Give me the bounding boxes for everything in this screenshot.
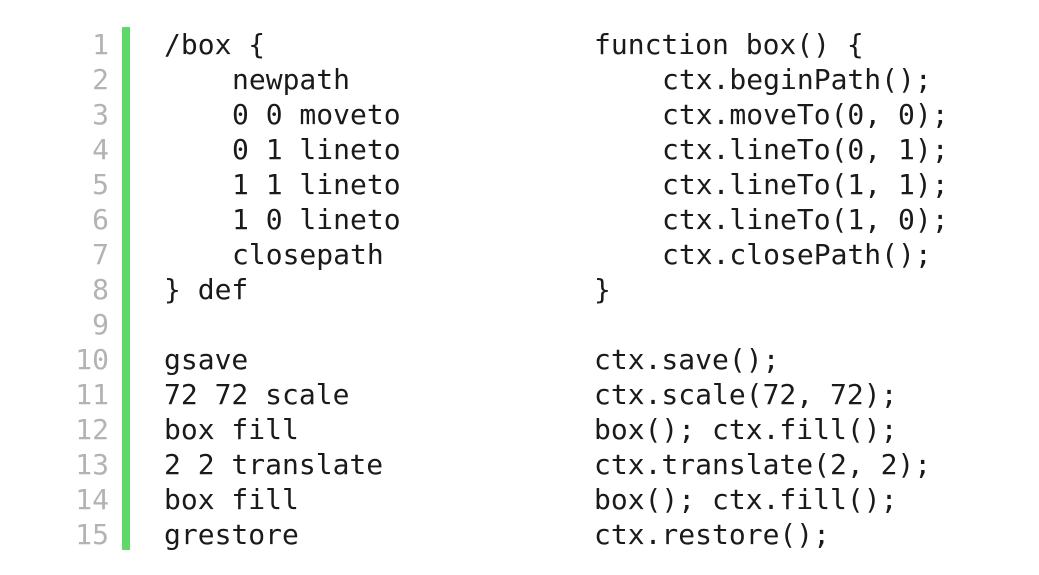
code-line: 6 1 0 lineto ctx.lineTo(1, 0); — [0, 202, 1039, 237]
line-number: 15 — [75, 518, 109, 551]
code-line: 3 0 0 moveto ctx.moveTo(0, 0); — [0, 97, 1039, 132]
postscript-code: 0 0 moveto — [232, 98, 401, 131]
line-number: 13 — [75, 448, 109, 481]
line-number: 5 — [92, 168, 109, 201]
postscript-code: box fill — [164, 413, 299, 446]
code-line: 15 grestore ctx.restore(); — [0, 517, 1039, 552]
line-number: 8 — [92, 273, 109, 306]
code-line: 11 72 72 scale ctx.scale(72, 72); — [0, 377, 1039, 412]
postscript-code: closepath — [232, 238, 384, 271]
code-line: 5 1 1 lineto ctx.lineTo(1, 1); — [0, 167, 1039, 202]
code-line: 1/box { function box() { — [0, 27, 1039, 62]
javascript-code: ctx.translate(2, 2); — [594, 448, 932, 481]
postscript-code: newpath — [232, 63, 351, 96]
postscript-code: 1 1 lineto — [232, 168, 401, 201]
postscript-code: } def — [164, 273, 249, 306]
javascript-code: ctx.restore(); — [594, 518, 831, 551]
javascript-code: box(); ctx.fill(); — [594, 413, 898, 446]
postscript-code: grestore — [164, 518, 299, 551]
postscript-code: 72 72 scale — [164, 378, 350, 411]
postscript-code: 1 0 lineto — [232, 203, 401, 236]
code-line: 12 box fill box(); ctx.fill(); — [0, 412, 1039, 447]
line-number: 11 — [75, 378, 109, 411]
line-number: 12 — [75, 413, 109, 446]
line-number: 1 — [92, 28, 109, 61]
code-line: 7 closepath ctx.closePath(); — [0, 237, 1039, 272]
postscript-code: /box { — [164, 28, 266, 61]
javascript-code: ctx.save(); — [594, 343, 780, 376]
javascript-code: ctx.scale(72, 72); — [594, 378, 898, 411]
javascript-code: ctx.lineTo(1, 0); — [662, 203, 949, 236]
code-line: 14 box fill box(); ctx.fill(); — [0, 482, 1039, 517]
javascript-code: ctx.moveTo(0, 0); — [662, 98, 949, 131]
code-line: 4 0 1 lineto ctx.lineTo(0, 1); — [0, 132, 1039, 167]
postscript-code: 0 1 lineto — [232, 133, 401, 166]
code-line: 13 2 2 translate ctx.translate(2, 2); — [0, 447, 1039, 482]
code-line: 9 — [0, 307, 1039, 342]
javascript-code: ctx.closePath(); — [662, 238, 932, 271]
javascript-code: function box() { — [594, 28, 864, 61]
line-number: 14 — [75, 483, 109, 516]
postscript-code: 2 2 translate — [164, 448, 384, 481]
line-number: 10 — [75, 343, 109, 376]
javascript-code: ctx.beginPath(); — [662, 63, 932, 96]
line-number: 2 — [92, 63, 109, 96]
javascript-code: box(); ctx.fill(); — [594, 483, 898, 516]
line-number: 7 — [92, 238, 109, 271]
code-line: 10 gsave ctx.save(); — [0, 342, 1039, 377]
code-view: 1/box { function box() { 2 newpath ctx.begin… — [0, 27, 1039, 553]
javascript-code: } — [594, 273, 611, 306]
line-number: 9 — [92, 308, 109, 341]
gutter-accent-bar — [122, 27, 130, 550]
postscript-code: box fill — [164, 483, 299, 516]
code-line: 8 } def} — [0, 272, 1039, 307]
javascript-code: ctx.lineTo(0, 1); — [662, 133, 949, 166]
postscript-code: gsave — [164, 343, 249, 376]
line-number: 3 — [92, 98, 109, 131]
line-number: 6 — [92, 203, 109, 236]
javascript-code: ctx.lineTo(1, 1); — [662, 168, 949, 201]
code-line: 2 newpath ctx.beginPath(); — [0, 62, 1039, 97]
line-number: 4 — [92, 133, 109, 166]
